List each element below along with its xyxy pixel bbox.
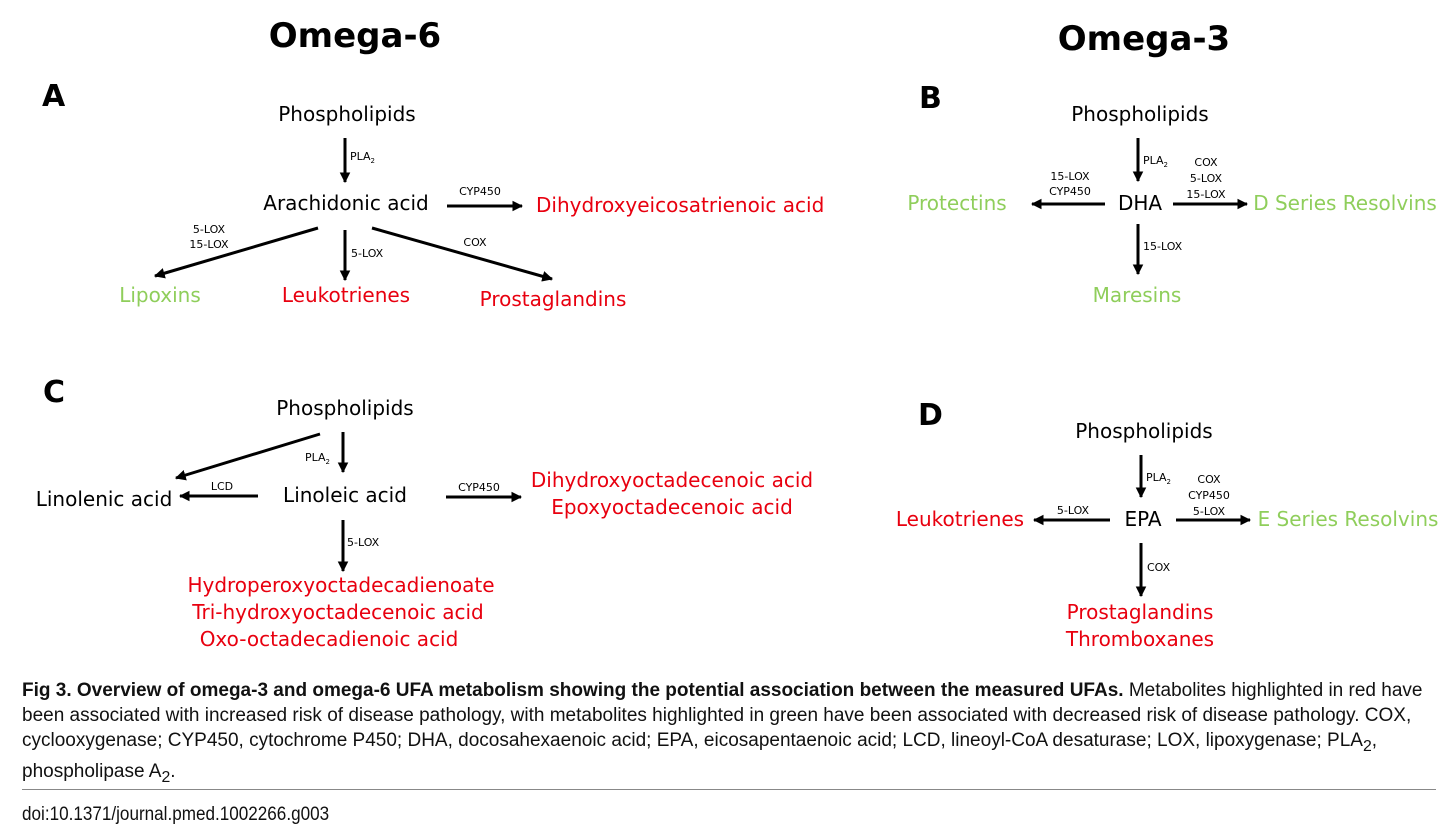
panel-a-prostaglandins: Prostaglandins [480,287,627,311]
panel-c-dihydroxyoctadecenoic-acid: Dihydroxyoctadecenoic acid [531,468,813,492]
panel-b-15lox-label: 15-LOX [1050,170,1090,183]
panel-d-epa: EPA [1124,507,1161,531]
panel-b-letter: B [919,81,942,116]
panel-c: C Phospholipids PLA2 Linoleic acid LCD L… [36,375,813,651]
panel-d-cyp450-label: CYP450 [1188,489,1230,502]
panel-b-d-series-resolvins: D Series Resolvins [1253,191,1437,215]
caption-end: , phospholipase A [22,730,1378,782]
panel-c-letter: C [43,375,65,410]
omega6-heading: Omega-6 [269,16,441,56]
panel-a-leukotrienes: Leukotrienes [282,283,410,307]
panel-a-arachidonic-acid: Arachidonic acid [263,191,428,215]
panel-d-e-series-resolvins: E Series Resolvins [1258,507,1439,531]
panel-d: D Phospholipids PLA2 EPA 5-LOX Leukotrie… [896,398,1439,651]
caption-body: Metabolites highlighted in red have been… [22,680,1423,751]
panel-b-dha: DHA [1118,191,1162,215]
panel-d-prostaglandins: Prostaglandins [1067,600,1214,624]
panel-d-leukotrienes: Leukotrienes [896,507,1024,531]
panel-d-phospholipids: Phospholipids [1075,419,1212,443]
panel-c-diag-arrow [174,432,321,481]
caption-divider [22,789,1436,790]
panel-c-pla2-label: PLA2 [305,451,330,466]
panel-a-letter: A [42,79,66,114]
panel-a-5lox-label: 5-LOX [193,223,226,236]
panel-c-epoxyoctadecenoic-acid: Epoxyoctadecenoic acid [551,495,793,519]
panel-a-15lox-label: 15-LOX [189,238,229,251]
panel-a-lipoxins: Lipoxins [119,283,201,307]
panel-c-linoleic-acid: Linoleic acid [283,483,407,507]
panel-b-5lox-label: 5-LOX [1190,172,1223,185]
panel-d-thromboxanes: Thromboxanes [1065,627,1214,651]
panel-c-tri-hydroxyoctadecenoic-acid: Tri-hydroxyoctadecenoic acid [191,600,484,624]
panel-b-cyp450-label: CYP450 [1049,185,1091,198]
panel-c-cyp450-label: CYP450 [458,481,500,494]
panel-d-5lox-right-label: 5-LOX [1193,505,1226,518]
panel-a-5lox-down-label: 5-LOX [351,247,384,260]
panel-d-pla2-label: PLA2 [1146,471,1171,486]
caption-a2-subscript: 2 [161,768,171,786]
metabolism-diagram: Omega-6 Omega-3 A Phospholipids PLA2 Ara… [36,16,1439,651]
panel-b-maresins: Maresins [1093,283,1182,307]
panel-c-linolenic-acid: Linolenic acid [36,487,173,511]
panel-a-cox-label: COX [463,236,487,249]
panel-a-cox-arrow [371,226,554,282]
panel-d-letter: D [918,398,943,433]
panel-a-pla2-label: PLA2 [350,150,375,165]
panel-d-cox-down-label: COX [1147,561,1171,574]
doi-text: doi:10.1371/journal.pmed.1002266.g003 [22,804,330,825]
panel-b-cox-label: COX [1194,156,1218,169]
panel-a-phospholipids: Phospholipids [278,102,415,126]
panel-b: B Phospholipids PLA2 DHA 15-LOX CYP450 P… [907,81,1437,307]
panel-c-lcd-label: LCD [211,480,233,493]
caption-lead: Fig 3. Overview of omega-3 and omega-6 U… [22,680,1124,701]
figure-caption: Fig 3. Overview of omega-3 and omega-6 U… [22,678,1436,790]
panel-b-pla2-label: PLA2 [1143,154,1168,169]
panel-a: A Phospholipids PLA2 Arachidonic acid CY… [42,79,824,311]
panel-a-dihydroxyeicosatrienoic-acid: Dihydroxyeicosatrienoic acid [536,193,824,217]
panel-b-protectins: Protectins [907,191,1006,215]
panel-a-cyp450-label: CYP450 [459,185,501,198]
panel-c-hydroperoxyoctadecadienoate: Hydroperoxyoctadecadienoate [187,573,494,597]
caption-tail: . [170,760,176,782]
panel-c-5lox-label: 5-LOX [347,536,380,549]
panel-d-cox-label: COX [1197,473,1221,486]
omega3-heading: Omega-3 [1058,19,1230,59]
panel-b-phospholipids: Phospholipids [1071,102,1208,126]
panel-a-lox-left-arrow [153,226,319,279]
panel-c-phospholipids: Phospholipids [276,396,413,420]
caption-pla-subscript: 2 [1362,737,1372,755]
panel-b-15lox-right-label: 15-LOX [1186,188,1226,201]
panel-d-5lox-label: 5-LOX [1057,504,1090,517]
panel-b-15lox-down-label: 15-LOX [1143,240,1183,253]
panel-c-oxo-octadecadienoic-acid: Oxo-octadecadienoic acid [200,627,459,651]
